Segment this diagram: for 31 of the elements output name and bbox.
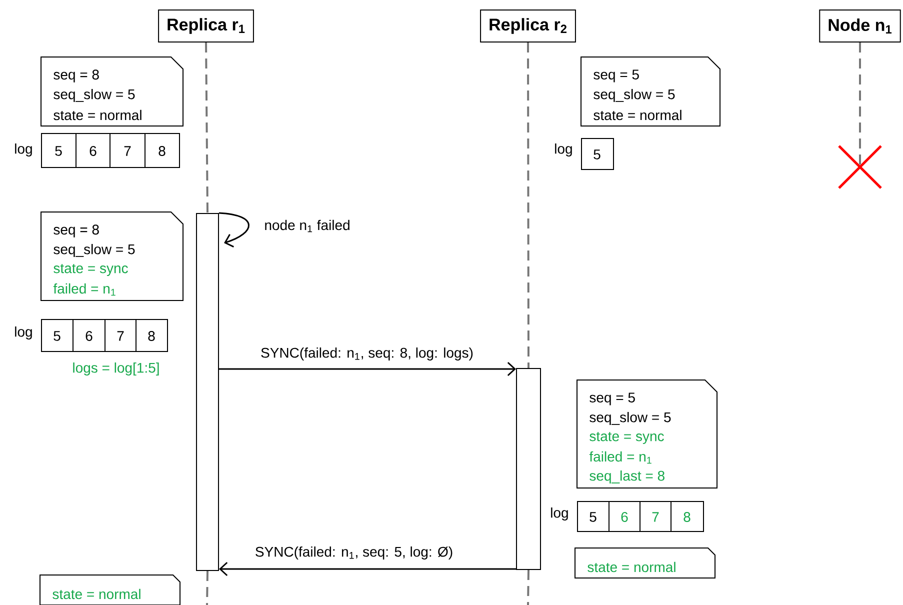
log-label: log [15, 143, 32, 157]
note: seq = 5 seq_slow = 5 state = normal [580, 56, 720, 126]
message-arrow [219, 362, 516, 376]
lifeline [206, 570, 208, 605]
lifeline [859, 42, 861, 167]
message-arrow [219, 562, 516, 576]
note: state = normal [574, 548, 716, 578]
log-label: log [551, 507, 568, 521]
log-array: 5 [581, 138, 614, 170]
log-label: log [555, 143, 572, 157]
activation-bar [196, 213, 219, 571]
log-array: 5 6 7 8 [41, 318, 168, 352]
log-array: 5 6 7 8 [577, 500, 704, 532]
lifeline [205, 42, 208, 213]
self-message-arrow [218, 212, 250, 248]
note-text: logs = log[1:5] [73, 362, 159, 376]
log-label: log [15, 326, 32, 340]
edge-label: SYNC(failed: n$_{1}$, seq: 8, log: logs) [261, 347, 473, 361]
lifeline [527, 42, 530, 368]
note: state = normal [40, 574, 180, 605]
activation-bar [516, 368, 541, 570]
note: seq = 8 seq_slow = 5 state = sync failed = n$_{1}$ [40, 212, 184, 301]
edge-label: SYNC(failed: n$_{1}$, seq: 5, log: Ø) [256, 546, 452, 560]
lifeline-header: Node n$_{1}$ [819, 10, 901, 42]
lifeline-header: Replica r$_{1}$ [158, 10, 254, 42]
log-array: 5 6 7 8 [41, 132, 180, 168]
lifeline-header: Replica r$_{2}$ [480, 10, 576, 42]
note: seq = 8 seq_slow = 5 state = normal [40, 56, 184, 126]
lifeline [527, 570, 530, 605]
edge-label: node n$_{1}$ failed [265, 220, 350, 232]
note: seq = 5 seq_slow = 5 state = sync failed = n$_{1}$ seq_last = 8 [576, 380, 718, 488]
